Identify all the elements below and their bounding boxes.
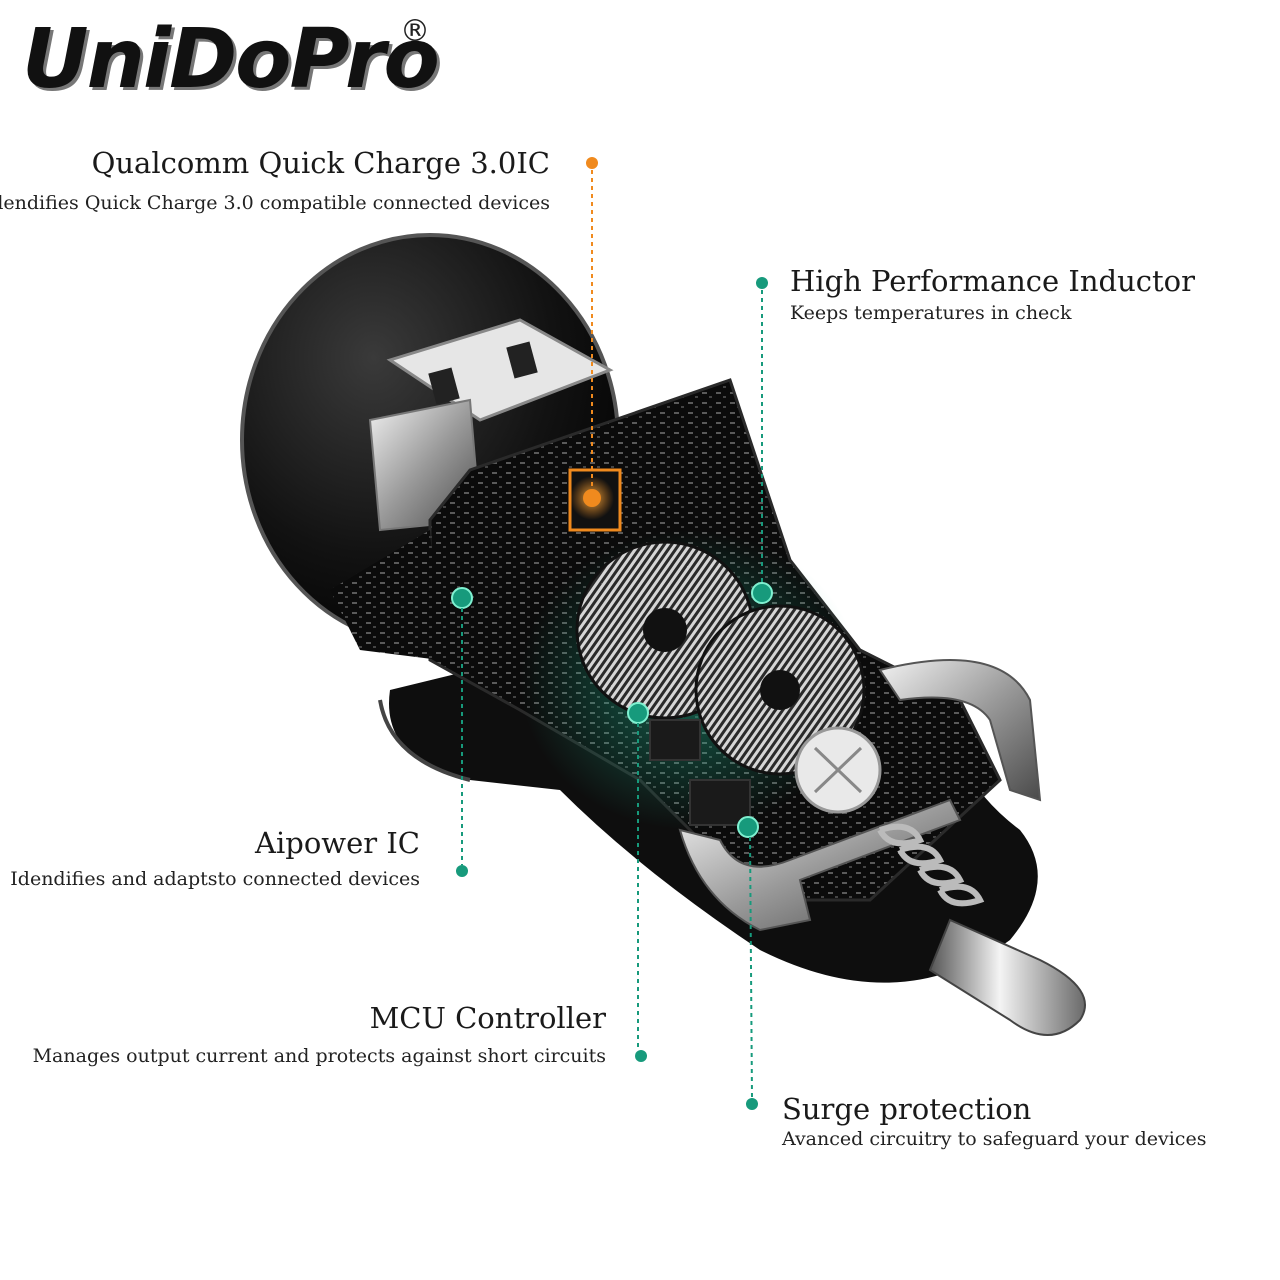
callout-desc: Idendifies and adaptsto connected device… xyxy=(10,868,420,890)
inductor-indicator xyxy=(751,277,773,604)
callout-title: Aipower IC xyxy=(255,826,420,860)
registered-mark: ® xyxy=(400,14,430,49)
callout-aipower: Aipower IC Idendifies and adaptsto conne… xyxy=(10,826,420,892)
callout-desc: Idendifies Quick Charge 3.0 compatible c… xyxy=(0,192,550,214)
callout-title: Qualcomm Quick Charge 3.0IC xyxy=(91,146,550,180)
surge-indicator xyxy=(737,816,759,1110)
callout-title: Surge protection xyxy=(782,1092,1032,1126)
mcu-indicator xyxy=(627,702,649,1062)
callout-desc: Manages output current and protects agai… xyxy=(32,1045,606,1067)
qualcomm-indicator xyxy=(570,157,614,520)
usb-port-top xyxy=(386,318,614,422)
callout-desc: Avanced circuitry to safeguard your devi… xyxy=(782,1128,1207,1150)
spring-and-tip xyxy=(877,823,1086,1036)
callout-qualcomm: Qualcomm Quick Charge 3.0IC Idendifies Q… xyxy=(0,146,550,216)
capacitor xyxy=(794,726,882,814)
callout-title: MCU Controller xyxy=(369,1001,606,1035)
callout-mcu: MCU Controller Manages output current an… xyxy=(33,1001,606,1069)
metal-side-contact xyxy=(678,659,1042,932)
callout-title: High Performance Inductor xyxy=(790,264,1195,298)
callout-surge: Surge protection Avanced circuitry to sa… xyxy=(782,1092,1206,1152)
callout-inductor: High Performance Inductor Keeps temperat… xyxy=(790,264,1195,326)
brand-logo: UniDoPro xyxy=(22,12,440,107)
aipower-indicator xyxy=(451,587,473,877)
callout-desc: Keeps temperatures in check xyxy=(790,302,1072,324)
